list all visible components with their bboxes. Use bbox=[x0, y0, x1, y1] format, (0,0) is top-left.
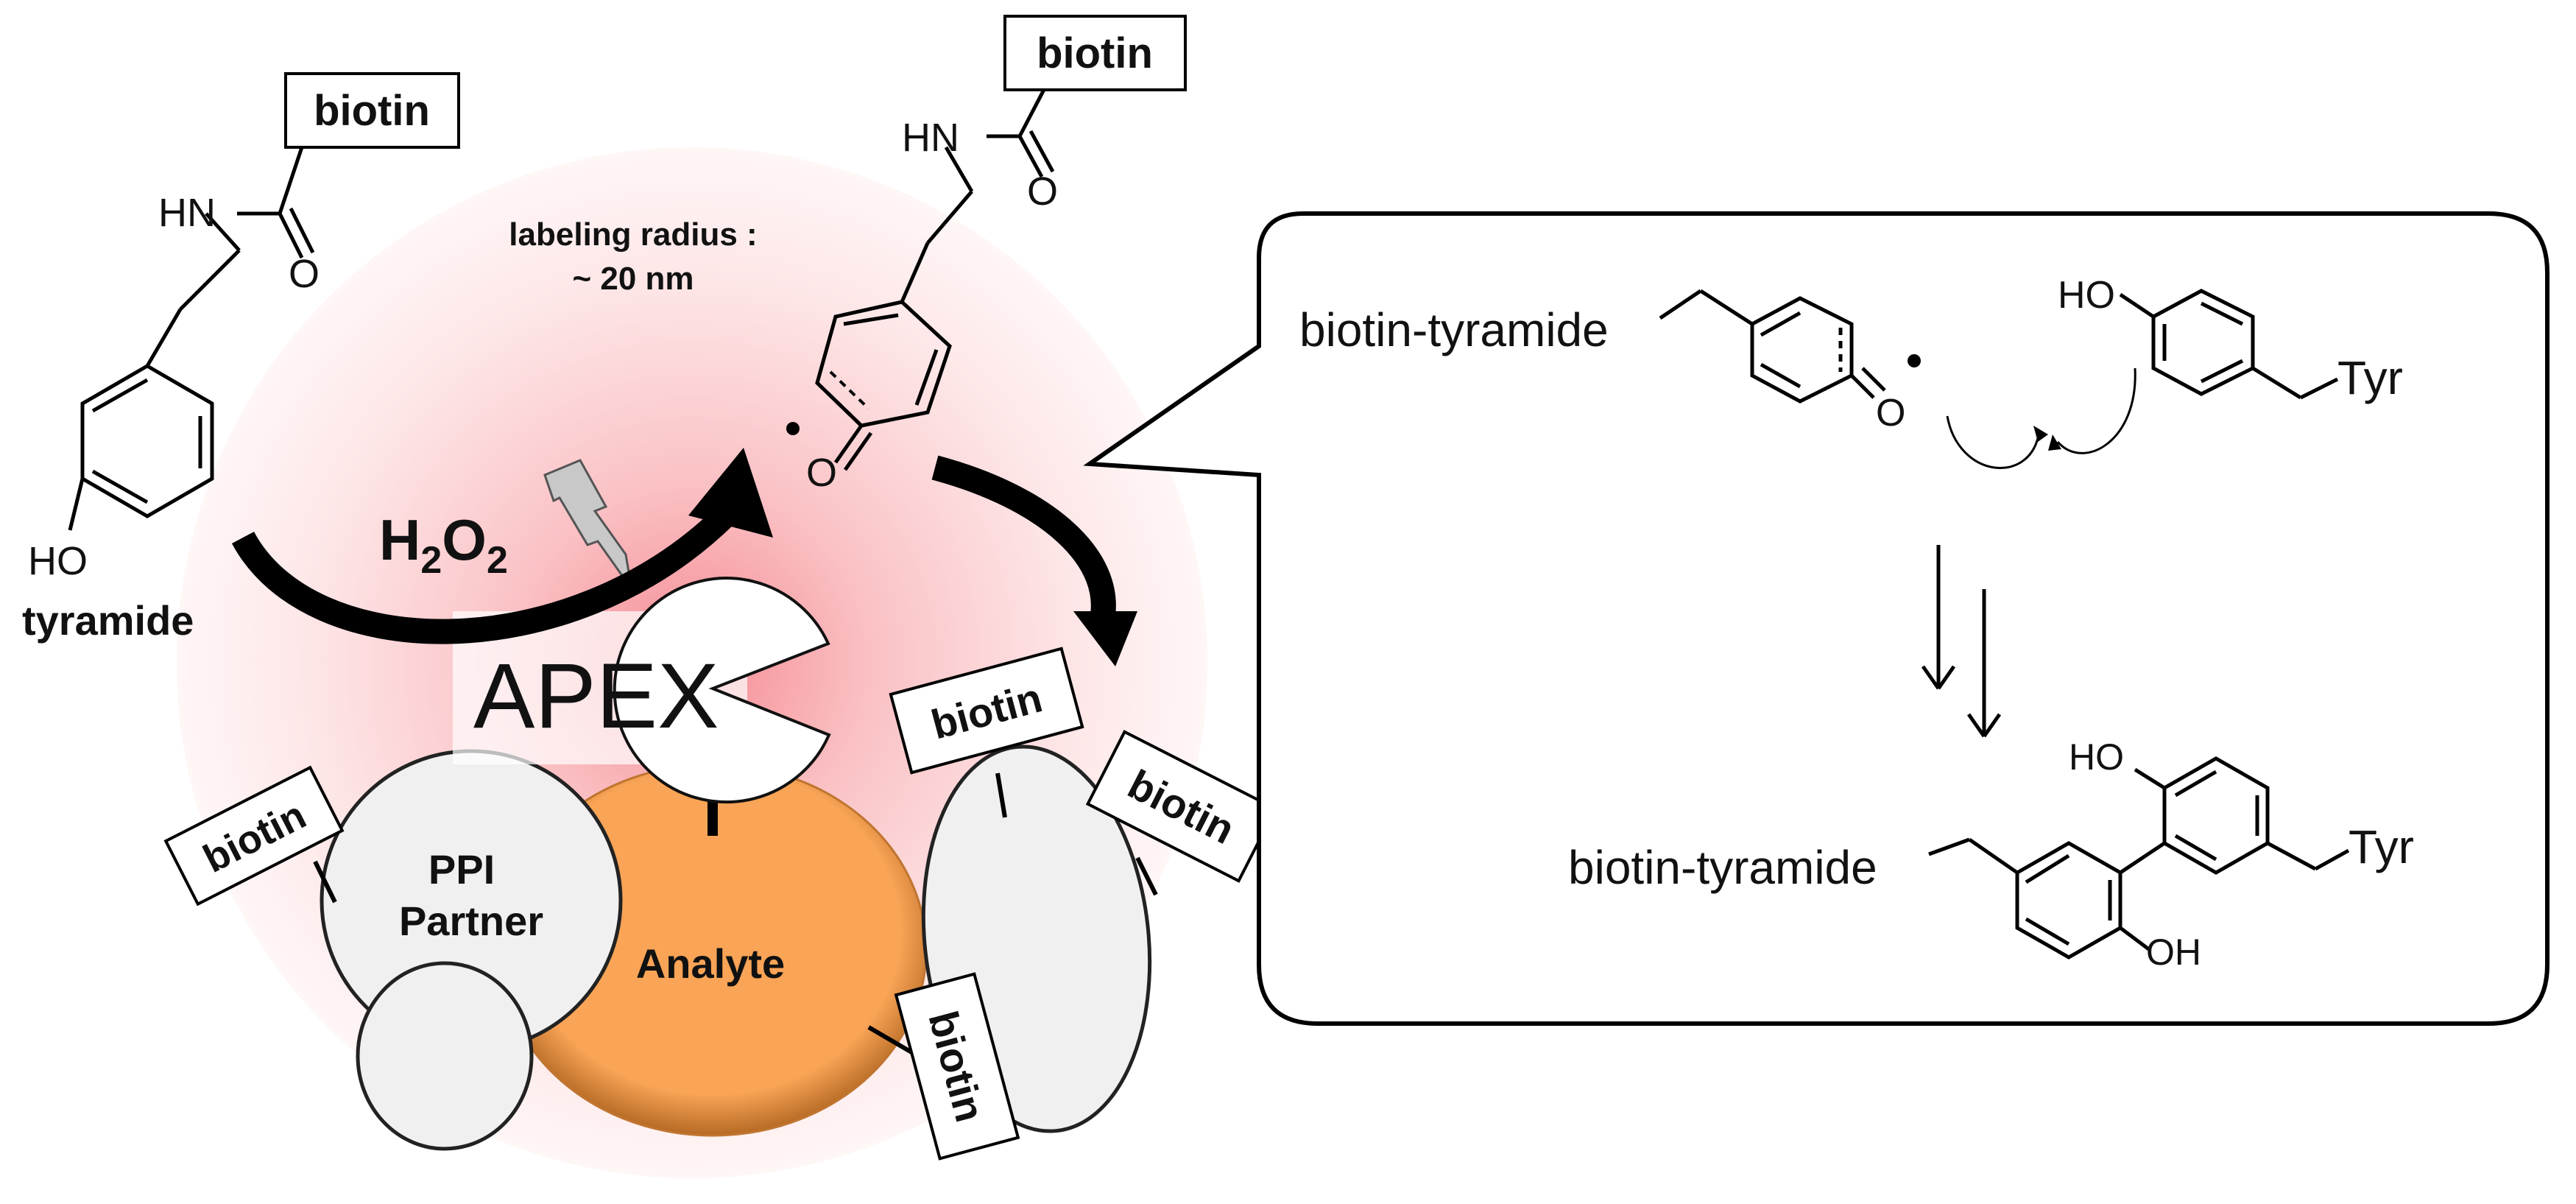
biotin-tyramide-label-bottom: biotin-tyramide bbox=[1568, 841, 1877, 894]
electron-arrow-left bbox=[1946, 415, 2041, 469]
oh-label-product: OH bbox=[2146, 932, 2201, 973]
biotin-box-top bbox=[1003, 15, 1187, 91]
tyramide-label: tyramide bbox=[22, 597, 194, 644]
tyr-label-bottom: Tyr bbox=[2349, 820, 2414, 873]
hn-label-top: HN bbox=[902, 116, 959, 160]
o-label-left: O bbox=[289, 252, 320, 296]
activation-arrow bbox=[231, 506, 734, 644]
biotin-tyramide-label-top: biotin-tyramide bbox=[1299, 303, 1609, 356]
labeling-arrow bbox=[931, 455, 1116, 630]
biotin-tag-bottom: biotin bbox=[894, 972, 1020, 1161]
phenoxyl-radical-structure bbox=[1659, 289, 1886, 404]
activation-arrowhead bbox=[688, 448, 773, 538]
analyte-label: Analyte bbox=[636, 940, 785, 987]
ho-label-left: HO bbox=[28, 539, 88, 583]
h2o2-label: H2O2 bbox=[379, 507, 508, 582]
o-label-callout: O bbox=[1876, 392, 1905, 434]
ppi-partner-label-line1: PPI bbox=[428, 846, 495, 893]
biotin-tyramide-molecule-left bbox=[68, 147, 315, 531]
mechanism-callout-bubble bbox=[1083, 211, 2549, 1026]
ho-label-tyr: HO bbox=[2058, 274, 2115, 317]
labeling-radius-line2: ~ 20 nm bbox=[572, 261, 694, 297]
biotin-label-top: biotin bbox=[1037, 29, 1153, 77]
biotin-box-left bbox=[284, 72, 460, 149]
dityrosine-product-structure bbox=[1928, 756, 2350, 960]
biotin-label-left: biotin bbox=[314, 87, 430, 135]
electron-arrow-right bbox=[2056, 367, 2136, 454]
tyrosine-phenol-structure bbox=[2119, 289, 2339, 400]
apex-label: APEX bbox=[473, 645, 719, 747]
radical-dot-top bbox=[786, 422, 800, 435]
ppi-partner-label-line2: Partner bbox=[399, 898, 543, 944]
biotin-tyramide-radical-top bbox=[815, 85, 1055, 471]
apex-enzyme bbox=[613, 577, 831, 804]
hn-label-left: HN bbox=[158, 191, 216, 235]
o-label-top: O bbox=[1027, 169, 1058, 214]
o-label-radical-top: O bbox=[806, 451, 837, 495]
labeling-radius-line1: labeling radius : bbox=[509, 216, 757, 253]
ho-label-product: HO bbox=[2069, 736, 2124, 778]
radical-dot-callout bbox=[1908, 354, 1921, 367]
biotin-tag-right-top: biotin bbox=[889, 647, 1084, 775]
reaction-arrows bbox=[1921, 545, 2002, 738]
labeling-arrowhead bbox=[1073, 611, 1137, 666]
tyr-label-top: Tyr bbox=[2337, 351, 2403, 404]
small-protein bbox=[356, 961, 534, 1151]
